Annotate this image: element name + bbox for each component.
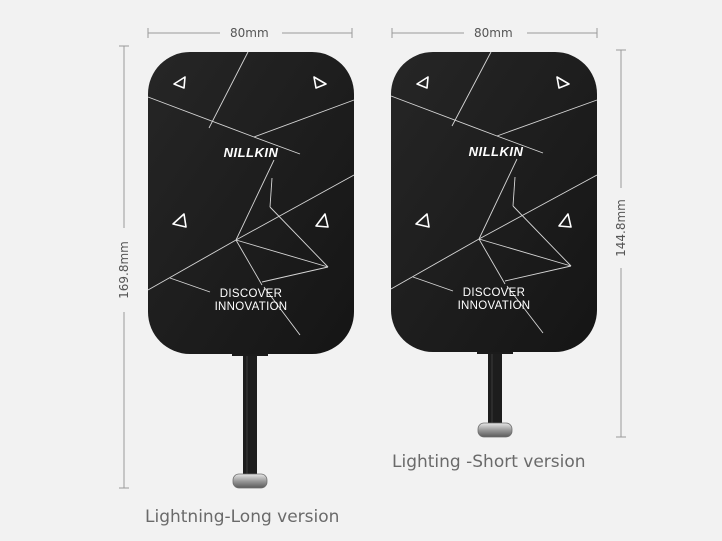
short-tagline-line1: DISCOVER: [462, 287, 526, 299]
long-card-pattern: [147, 51, 355, 336]
long-height-dimension: [119, 45, 129, 489]
long-card-markers: [172, 76, 329, 228]
long-lightning-connector: [232, 473, 268, 489]
short-tagline-line2: INNOVATION: [457, 300, 531, 312]
short-brand-logo: NILLKIN: [468, 144, 524, 159]
long-width-label: 80mm: [230, 26, 269, 40]
short-width-dimension: [391, 28, 598, 38]
short-width-label: 80mm: [474, 26, 513, 40]
long-version-caption: Lightning-Long version: [145, 507, 340, 527]
long-tagline-line1: DISCOVER: [219, 288, 283, 300]
triangle-marker-icon: [172, 213, 187, 228]
long-card-body: [148, 52, 354, 354]
long-tagline: DISCOVER INNOVATION: [191, 288, 311, 314]
triangle-marker-icon: [415, 213, 430, 228]
long-receiver-card: [147, 51, 355, 489]
triangle-marker-icon: [416, 76, 429, 89]
short-height-dimension: [616, 49, 626, 438]
short-version-caption: Lighting -Short version: [392, 452, 586, 472]
long-height-label: 169.8mm: [117, 241, 131, 299]
short-card-pattern: [390, 51, 598, 334]
short-ribbon-cable: [488, 352, 502, 424]
short-lightning-connector: [477, 422, 513, 438]
long-width-dimension: [147, 28, 353, 38]
triangle-marker-icon: [313, 76, 327, 89]
triangle-marker-icon: [558, 213, 572, 228]
short-tagline: DISCOVER INNOVATION: [434, 287, 554, 313]
triangle-marker-icon: [556, 76, 570, 89]
short-card-body: [391, 52, 597, 352]
long-brand-logo: NILLKIN: [223, 145, 279, 160]
short-card-markers: [415, 76, 572, 228]
long-tagline-line2: INNOVATION: [214, 301, 288, 313]
long-ribbon-cable: [243, 356, 257, 478]
triangle-marker-icon: [315, 213, 329, 228]
short-height-label: 144.8mm: [614, 199, 628, 257]
short-receiver-card: [390, 51, 598, 438]
triangle-marker-icon: [173, 76, 186, 89]
